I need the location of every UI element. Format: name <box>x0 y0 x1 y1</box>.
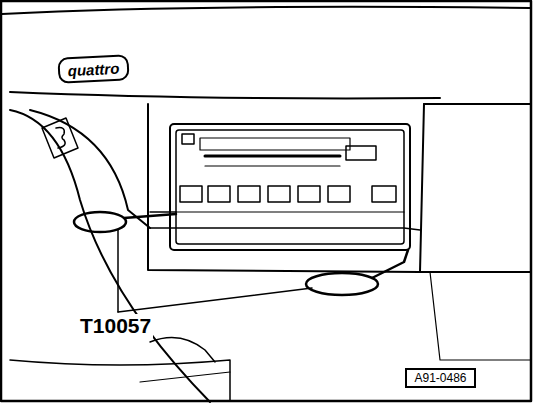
preset-buttons <box>180 186 396 202</box>
release-tool-shank <box>124 214 176 218</box>
tool-number: T10057 <box>78 314 153 338</box>
dash-contour <box>10 92 440 98</box>
display <box>200 138 350 150</box>
logo-text: quattro <box>67 59 119 79</box>
switch-symbol-mark <box>56 128 65 148</box>
eject-button <box>346 146 376 160</box>
radio-ledge <box>176 211 404 212</box>
lever-base <box>10 360 230 400</box>
console-edge <box>10 110 210 402</box>
lever-line <box>140 372 230 382</box>
cd-slot-edge <box>205 165 340 166</box>
figure-number-box: A91-0486 <box>405 368 476 388</box>
radio-front <box>170 124 410 250</box>
logo-badge: quattro <box>57 54 129 84</box>
lever <box>150 338 215 363</box>
console-right <box>430 272 530 360</box>
switch-symbol <box>42 118 78 158</box>
frame <box>1 1 531 401</box>
console-edge <box>30 110 150 228</box>
panel-edge <box>420 271 530 273</box>
leader-line <box>117 230 119 312</box>
dash-edge <box>2 7 530 14</box>
cd-slot <box>205 155 340 158</box>
release-tool <box>306 273 378 295</box>
figure-number: A91-0486 <box>414 371 466 385</box>
panel-edge <box>424 103 530 105</box>
trim <box>150 212 420 230</box>
release-tool <box>74 212 126 232</box>
radio-face <box>176 130 404 244</box>
power-button <box>182 134 194 144</box>
radio-bay <box>148 104 424 272</box>
release-tool-shank <box>372 250 408 278</box>
leader-line <box>118 288 312 312</box>
